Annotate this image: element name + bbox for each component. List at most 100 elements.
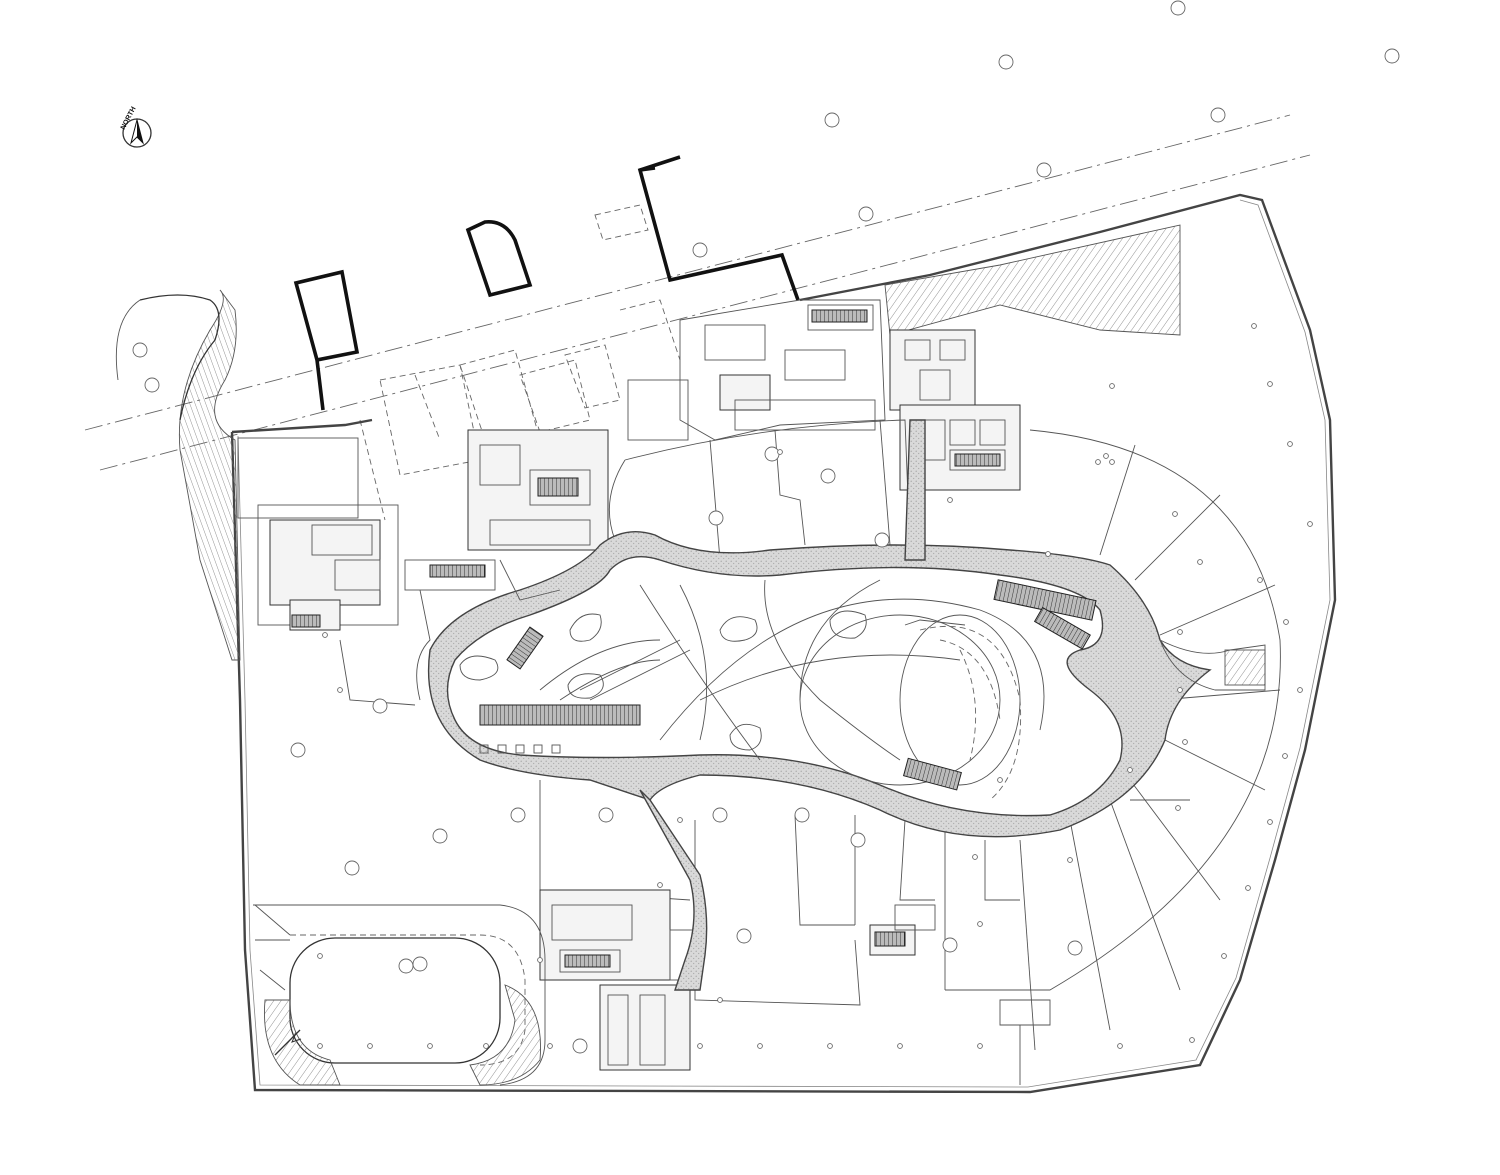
- column-icon: [764, 446, 780, 462]
- escalator-icon: [291, 614, 321, 628]
- column-icon: [1282, 753, 1288, 759]
- column-icon: [510, 807, 526, 823]
- atrium-islands: [459, 610, 867, 751]
- escalator-icon: [1033, 606, 1091, 650]
- column-icon: [598, 807, 614, 823]
- east-shop-partitions: [945, 429, 1281, 1085]
- column-icon: [677, 817, 683, 823]
- column-icon: [820, 468, 836, 484]
- column-icon: [977, 921, 983, 927]
- column-icon: [998, 54, 1014, 70]
- column-icon: [942, 937, 958, 953]
- column-icon: [1067, 857, 1073, 863]
- column-icon: [972, 854, 978, 860]
- column-icon: [1384, 48, 1400, 64]
- column-icon: [827, 1043, 833, 1049]
- column-icon: [322, 632, 328, 638]
- south-west-lines: [339, 559, 561, 706]
- column-icon: [794, 807, 810, 823]
- column-icon: [1177, 687, 1183, 693]
- column-icon: [132, 342, 148, 358]
- column-icon: [1109, 383, 1115, 389]
- column-icon: [372, 698, 388, 714]
- atrium-interior: [539, 579, 1045, 801]
- north-west-blocks: [237, 379, 689, 631]
- column-icon: [717, 997, 723, 1003]
- column-icon: [1307, 521, 1313, 527]
- column-icon: [1177, 629, 1183, 635]
- column-icon: [337, 687, 343, 693]
- column-icon: [1257, 577, 1263, 583]
- column-icon: [947, 497, 953, 503]
- column-icon: [1251, 323, 1257, 329]
- exterior-bold-walls: [293, 155, 800, 411]
- escalator-icon: [811, 309, 868, 323]
- column-icon: [1267, 819, 1273, 825]
- column-icon: [317, 1043, 323, 1049]
- column-icon: [777, 449, 783, 455]
- escalator-icon: [874, 931, 906, 947]
- column-icon: [657, 882, 663, 888]
- column-icon: [824, 112, 840, 128]
- column-icon: [412, 956, 428, 972]
- south-west-ramp-loop: [253, 904, 546, 1086]
- escalator-icon: [954, 453, 1001, 467]
- column-icon: [1109, 459, 1115, 465]
- column-icon: [692, 242, 708, 258]
- north-east-ramp: [884, 224, 1181, 336]
- column-icon: [1095, 459, 1101, 465]
- column-icon: [537, 957, 543, 963]
- escalator-icon: [506, 626, 544, 670]
- column-icon: [290, 742, 306, 758]
- site-boundary: [230, 193, 1337, 1094]
- walkway-spurs: [639, 419, 1266, 991]
- escalator-icon: [429, 564, 486, 578]
- escalator-icon: [537, 477, 579, 497]
- column-icon: [1283, 619, 1289, 625]
- column-icon: [1175, 805, 1181, 811]
- column-icon: [897, 1043, 903, 1049]
- column-icon: [697, 1043, 703, 1049]
- column-icon: [874, 532, 890, 548]
- column-icon: [712, 807, 728, 823]
- column-icon: [1103, 453, 1109, 459]
- structural-columns: [132, 0, 1400, 1054]
- column-icon: [547, 1043, 553, 1049]
- column-icon: [398, 958, 414, 974]
- south-central-core: [539, 889, 701, 1071]
- column-icon: [1287, 441, 1293, 447]
- north-shop-partitions: [608, 419, 911, 561]
- column-icon: [1036, 162, 1052, 178]
- column-icon: [344, 860, 360, 876]
- column-icon: [1189, 1037, 1195, 1043]
- column-icon: [1127, 767, 1133, 773]
- column-icon: [1267, 381, 1273, 387]
- escalator-icon: [902, 757, 962, 791]
- column-icon: [427, 1043, 433, 1049]
- column-icon: [1170, 0, 1186, 16]
- escalator-icon: [479, 704, 641, 726]
- column-icon: [1045, 551, 1051, 557]
- street-centerlines: [84, 114, 1311, 471]
- atrium-walkway: [427, 531, 1212, 838]
- column-icon: [367, 1043, 373, 1049]
- column-icon: [317, 953, 323, 959]
- column-icon: [850, 832, 866, 848]
- column-icon: [1172, 511, 1178, 517]
- north-central-block: [679, 299, 886, 441]
- column-icon: [144, 377, 160, 393]
- column-icon: [736, 928, 752, 944]
- column-icon: [1197, 559, 1203, 565]
- column-icon: [483, 1043, 489, 1049]
- column-icon: [1067, 940, 1083, 956]
- column-icon: [432, 828, 448, 844]
- column-icon: [858, 206, 874, 222]
- column-icon: [997, 777, 1003, 783]
- column-icon: [1182, 739, 1188, 745]
- column-icon: [757, 1043, 763, 1049]
- column-icon: [708, 510, 724, 526]
- column-icon: [1221, 953, 1227, 959]
- column-icon: [1297, 687, 1303, 693]
- escalator-icon: [564, 954, 611, 968]
